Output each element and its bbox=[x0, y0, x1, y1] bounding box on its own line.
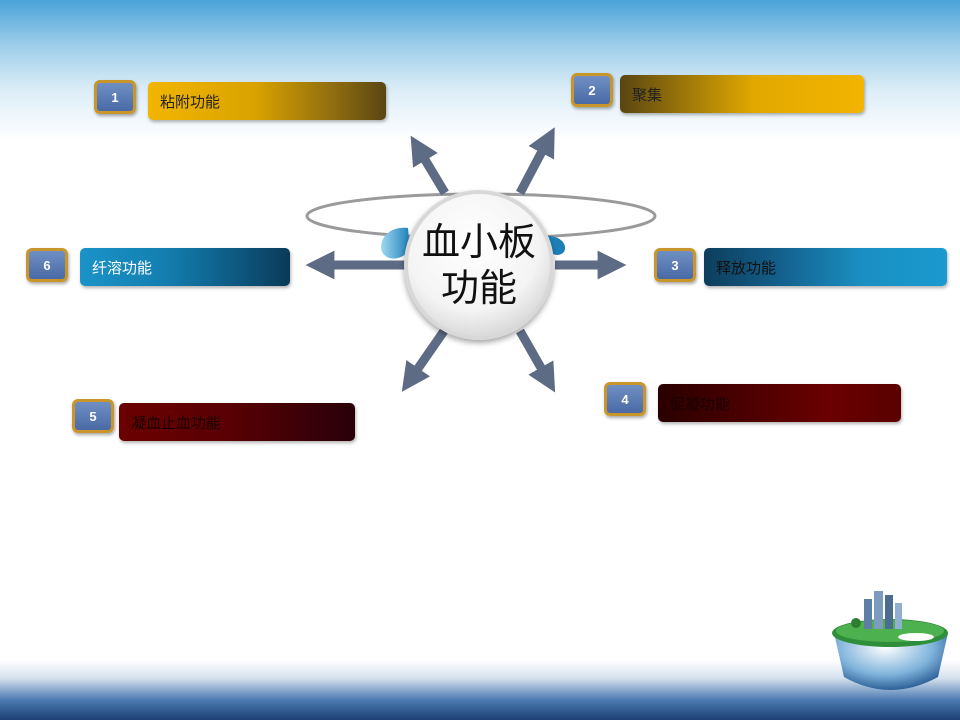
label-bar-4: 促凝功能 bbox=[658, 384, 901, 422]
center-title-line1: 血小板 bbox=[421, 220, 536, 264]
number-badge-3: 3 bbox=[654, 248, 696, 282]
arrow-down-left bbox=[401, 328, 448, 392]
globe-city-illustration bbox=[832, 591, 948, 690]
label-bar-1: 粘附功能 bbox=[148, 82, 386, 120]
left-leaf-ornament bbox=[381, 227, 410, 259]
center-hub: 血小板 功能 bbox=[404, 190, 554, 340]
number-badge-2: 2 bbox=[571, 73, 613, 107]
arrow-up-left bbox=[410, 135, 449, 196]
number-badge-6: 6 bbox=[26, 248, 68, 282]
number-badge-4: 4 bbox=[604, 382, 646, 416]
arrow-down-right bbox=[516, 328, 556, 393]
label-bar-6: 纤溶功能 bbox=[80, 248, 290, 286]
label-bar-2: 聚集 bbox=[620, 75, 864, 113]
center-title-line2: 功能 bbox=[440, 266, 517, 310]
label-bar-5: 凝血止血功能 bbox=[119, 403, 355, 441]
number-badge-5: 5 bbox=[72, 399, 114, 433]
label-bar-3: 释放功能 bbox=[704, 248, 947, 286]
arrow-up-right bbox=[516, 127, 555, 196]
number-badge-1: 1 bbox=[94, 80, 136, 114]
